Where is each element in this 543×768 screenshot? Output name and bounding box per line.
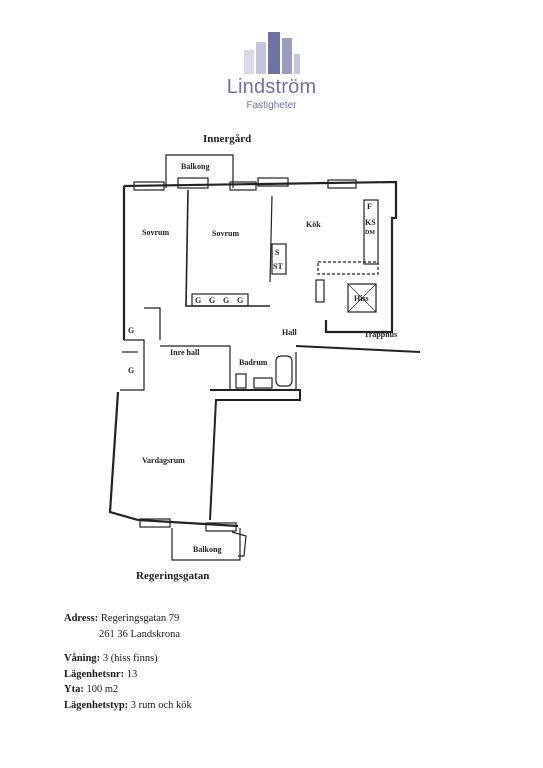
closet-g-3: G — [223, 296, 230, 305]
type-label: Lägenhetstyp: — [64, 699, 129, 711]
balcony-top-outline — [165, 154, 234, 188]
window-5 — [327, 179, 357, 189]
room-badrum: Badrum — [239, 358, 268, 367]
closet-g-2: G — [209, 296, 216, 305]
area-label: Yta: — [64, 684, 84, 695]
balcony-bottom-outline — [171, 528, 241, 561]
window-4 — [257, 177, 289, 187]
floor-value: 3 (hiss finns) — [102, 653, 158, 664]
type-row: Lägenhetstyp: 3 rum och kök — [64, 698, 192, 714]
type-value: 3 rum och kök — [130, 699, 192, 711]
top-street-label: Innergård — [203, 133, 252, 145]
closet-g-inner-2: G — [128, 366, 135, 375]
fixture-st: ST — [273, 262, 283, 271]
apartment-info: Adress: Regeringsgatan 79 261 36 Landskr… — [64, 611, 192, 713]
apt-label: Lägenhetsnr: — [64, 668, 125, 680]
room-kok: Kök — [306, 220, 321, 229]
apt-value: 13 — [126, 668, 138, 680]
room-balkong-bottom: Balkong — [193, 545, 222, 554]
closet-g-inner-1: G — [128, 326, 135, 335]
fixture-s: S — [275, 248, 280, 257]
fixture-f: F — [367, 202, 372, 211]
room-sovrum-left: Sovrum — [142, 228, 170, 237]
brand-subtitle: Fastigheter — [246, 100, 297, 111]
bottom-street-label: Regeringsgatan — [136, 570, 210, 582]
floor-plan-drawing — [108, 154, 421, 561]
room-inre-hall: Inre hall — [170, 348, 200, 357]
address-line1: Regeringsgatan 79 — [100, 613, 180, 624]
floor-row: Våning: 3 (hiss finns) — [64, 651, 192, 667]
room-sovrum-mid: Sovrum — [212, 229, 240, 238]
room-hall: Hall — [282, 328, 297, 337]
address-line2: 261 36 Landskrona — [99, 628, 181, 640]
brand-name: Lindström — [226, 76, 317, 98]
room-trapphus: Trapphus — [364, 330, 398, 339]
area-row: Yta: 100 m2 — [64, 682, 192, 698]
floor-label: Våning: — [64, 653, 101, 664]
building-logo-icon — [244, 32, 300, 74]
address-label: Adress: — [64, 613, 99, 624]
room-vardagsrum: Vardagsrum — [142, 456, 185, 465]
closet-g-1: G — [195, 296, 202, 305]
hiss-label: Hiss — [354, 294, 369, 303]
address-row: Adress: Regeringsgatan 79 — [64, 611, 192, 627]
window-1 — [133, 181, 165, 191]
area-value: 100 m2 — [86, 684, 119, 695]
window-2 — [177, 177, 209, 189]
fixture-dm: DM — [365, 230, 375, 236]
exterior-wall-top — [123, 180, 398, 334]
fixture-ks: KS — [365, 218, 376, 227]
company-logo: Lindström Fastigheter — [0, 0, 543, 130]
apt-row: Lägenhetsnr: 13 — [64, 667, 192, 683]
room-balkong-top: Balkong — [181, 162, 210, 171]
closet-g-4: G — [237, 296, 244, 305]
window-3 — [229, 181, 257, 191]
